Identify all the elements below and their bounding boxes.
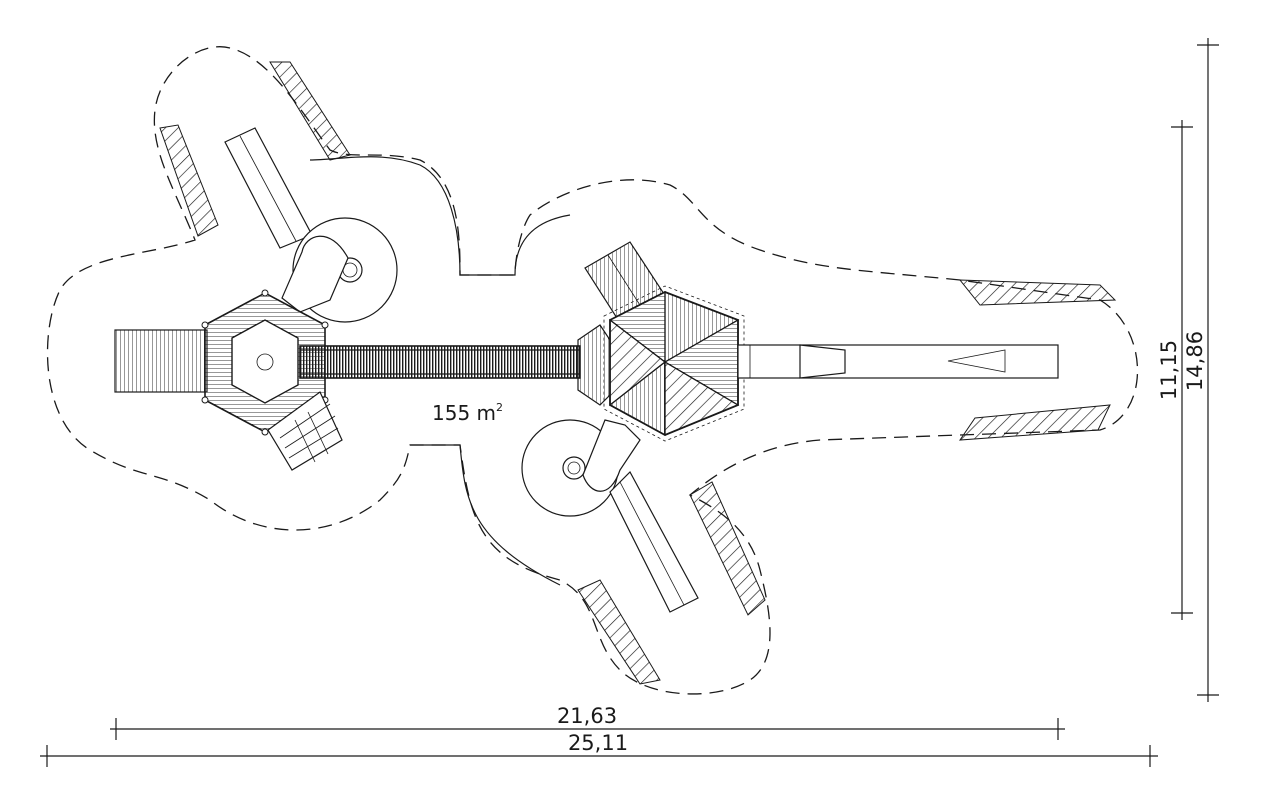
- slide-right: [737, 344, 1059, 379]
- fall-zone-outline: [309, 156, 571, 276]
- area-label: 155 m2: [432, 401, 503, 425]
- dimension-width-outer-label: 25,11: [568, 731, 628, 755]
- dimension-height-inner: [1171, 120, 1193, 620]
- entry-ramp-left: [114, 329, 208, 393]
- dimension-width-outer: [40, 745, 1158, 767]
- bridge: [299, 345, 581, 379]
- dimension-width-inner-label: 21,63: [557, 704, 617, 728]
- ladder-left: [267, 391, 343, 471]
- slide-bottom: [609, 471, 699, 613]
- tower-right: [577, 285, 745, 442]
- hatched-landing-zones: [159, 61, 1117, 685]
- dimension-width-inner: [110, 718, 1065, 740]
- slide-top-left: [224, 127, 313, 249]
- spiral-slide-top: [281, 217, 398, 323]
- tower-left: [201, 289, 329, 436]
- spiral-slide-bottom: [521, 419, 641, 517]
- dimension-height-inner-label: 11,15: [1157, 340, 1181, 400]
- safety-zone-outline: [46, 46, 1139, 695]
- dimension-height-outer-label: 14,86: [1183, 331, 1207, 391]
- dimension-height-outer: [1197, 38, 1219, 702]
